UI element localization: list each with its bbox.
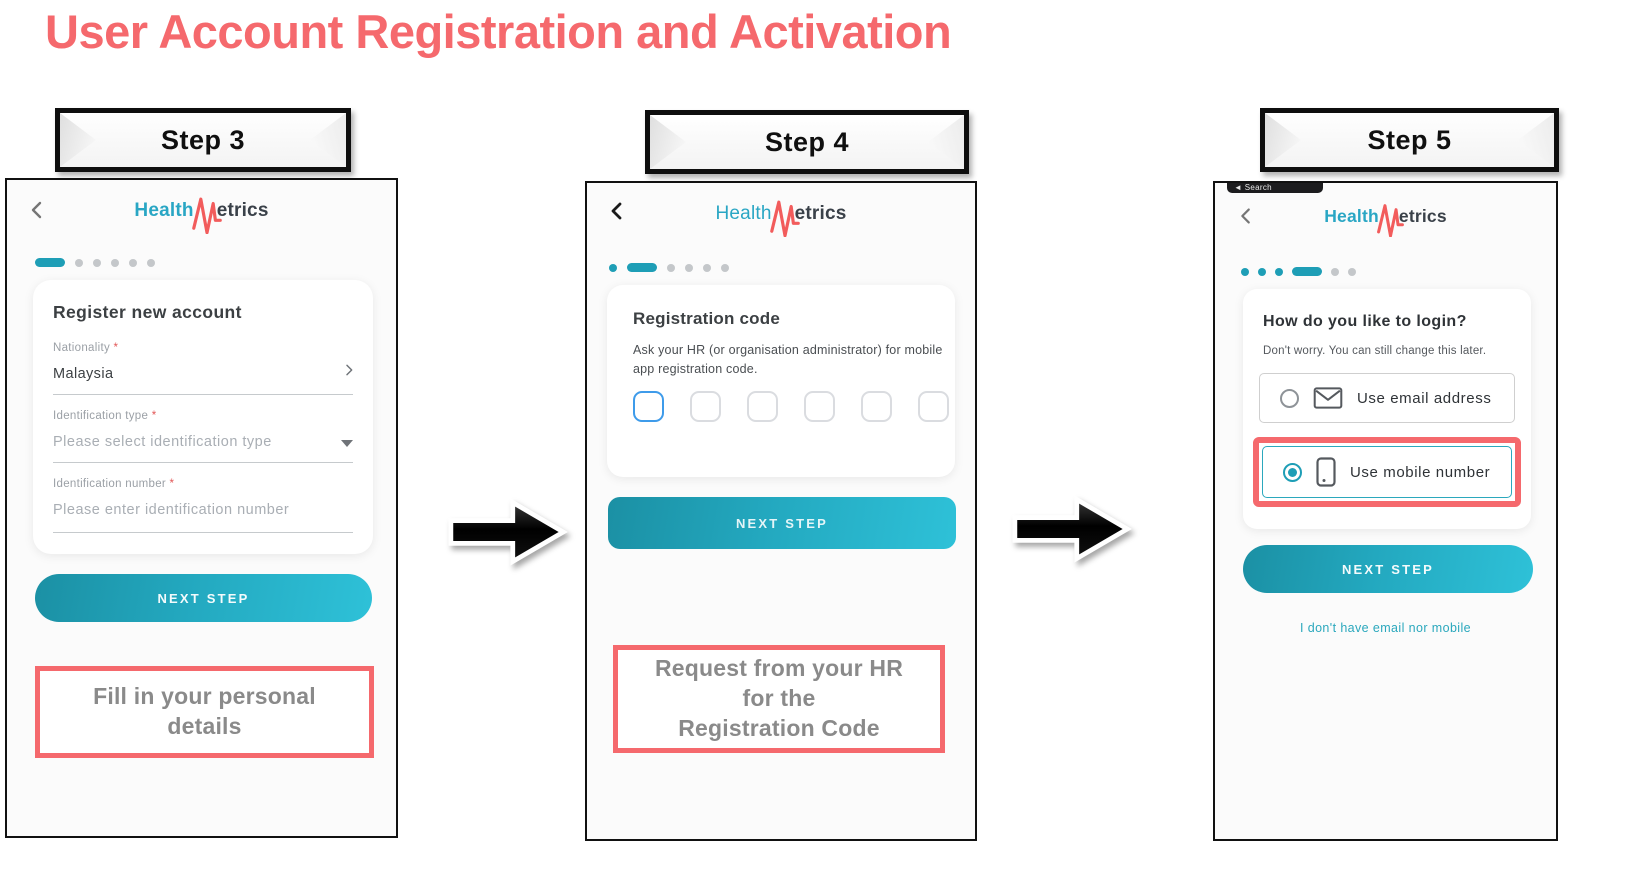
code-box[interactable]: [747, 391, 778, 422]
annotation-line: Fill in your personal: [93, 683, 316, 710]
field-underline: [53, 394, 353, 395]
phone-screen-step-5: ◄ Search Health etrics How do you like t…: [1213, 181, 1558, 841]
progress-dot: [721, 263, 729, 272]
smartphone-icon: [1316, 457, 1336, 487]
option-use-mobile[interactable]: Use mobile number: [1262, 446, 1512, 498]
next-step-button[interactable]: NEXT STEP: [608, 497, 956, 549]
progress-indicator: [1241, 267, 1356, 276]
caret-down-icon[interactable]: [341, 440, 353, 447]
nationality-label: Nationality: [53, 342, 118, 354]
step-4-header-label: Step 4: [764, 126, 850, 157]
logo-text-etrics: etrics: [794, 203, 847, 224]
field-underline: [53, 462, 353, 463]
logo-text-etrics: etrics: [216, 200, 269, 221]
annotation-line: for the: [742, 685, 816, 712]
card-description: Ask your HR (or organisation administrat…: [633, 343, 943, 377]
phone-screen-step-3: Health etrics Register new account Natio…: [5, 178, 398, 838]
progress-dot: [129, 258, 137, 267]
logo-text-health: Health: [134, 200, 194, 221]
progress-dot: [1331, 267, 1339, 276]
code-box[interactable]: [861, 391, 892, 422]
heartbeat-m-icon: [191, 197, 222, 234]
progress-indicator: [35, 258, 155, 267]
annotation-line: Registration Code: [678, 714, 880, 741]
identification-number-input[interactable]: Please enter identification number: [53, 502, 290, 518]
option-label: Use email address: [1357, 389, 1492, 407]
progress-dot: [1275, 267, 1283, 276]
registration-code-card: Registration code Ask your HR (or organi…: [607, 285, 955, 477]
annotation-box: Fill in your personal details: [35, 666, 374, 758]
page-title: User Account Registration and Activation: [45, 5, 952, 58]
progress-dot: [1241, 267, 1249, 276]
annotation-line: details: [167, 713, 242, 739]
right-block-arrow-icon: [1012, 495, 1132, 563]
code-box[interactable]: [918, 391, 949, 422]
option-label: Use mobile number: [1350, 463, 1491, 481]
login-method-card: How do you like to login? Don't worry. Y…: [1243, 289, 1531, 529]
logo-text-health: Health: [715, 203, 772, 224]
progress-dot: [147, 258, 155, 267]
progress-dot: [685, 263, 693, 272]
progress-dot: [75, 258, 83, 267]
healthmetrics-logo: Health etrics: [587, 199, 975, 237]
progress-indicator: [609, 263, 729, 272]
progress-dot: [703, 263, 711, 272]
right-block-arrow-icon: [448, 498, 568, 566]
chevron-right-icon[interactable]: [341, 362, 357, 383]
radio-unselected-icon[interactable]: [1280, 388, 1299, 408]
code-box[interactable]: [633, 391, 664, 422]
no-email-mobile-link[interactable]: I don't have email nor mobile: [1299, 621, 1472, 635]
identification-type-label: Identification type: [53, 410, 156, 422]
step-3-header: Step 3: [55, 108, 351, 172]
option-use-email[interactable]: Use email address: [1259, 373, 1515, 423]
progress-dot: [111, 258, 119, 267]
status-bar-remnant: ◄ Search: [1227, 183, 1323, 193]
identification-type-select[interactable]: Please select identification type: [53, 434, 272, 450]
step-5-header: Step 5: [1260, 108, 1559, 172]
progress-dot: [667, 263, 675, 272]
step-5-header-label: Step 5: [1367, 124, 1452, 155]
register-card: Register new account Nationality Malaysi…: [33, 280, 373, 554]
envelope-icon: [1313, 387, 1343, 409]
annotation-line: Request from your HR: [654, 655, 904, 682]
progress-pill: [35, 258, 65, 267]
progress-dot: [93, 258, 101, 267]
annotation-box: Request from your HR for the Registratio…: [613, 645, 945, 753]
progress-dot: [1348, 267, 1356, 276]
field-underline: [53, 532, 353, 533]
phone-screen-step-4: Health etrics Registration code Ask your…: [585, 181, 977, 841]
code-box[interactable]: [690, 391, 721, 422]
heartbeat-m-icon: [1376, 204, 1404, 237]
progress-pill: [627, 263, 657, 272]
healthmetrics-logo: Health etrics: [1215, 203, 1556, 237]
card-title: How do you like to login?: [1263, 313, 1467, 330]
healthmetrics-logo: Health etrics: [7, 196, 396, 234]
code-box[interactable]: [804, 391, 835, 422]
step-3-header-label: Step 3: [160, 124, 246, 155]
progress-dot: [609, 263, 617, 272]
code-input-row: [633, 391, 949, 422]
back-chevron-icon[interactable]: [1235, 205, 1261, 231]
card-title: Register new account: [53, 302, 242, 322]
progress-dot: [1258, 267, 1266, 276]
logo-text-health: Health: [1324, 205, 1379, 226]
highlight-box: Use mobile number: [1253, 437, 1521, 507]
progress-pill: [1292, 267, 1322, 276]
back-chevron-icon[interactable]: [25, 198, 51, 224]
next-step-button[interactable]: NEXT STEP: [35, 574, 372, 622]
logo-text-etrics: etrics: [1398, 205, 1447, 226]
identification-number-label: Identification number: [53, 478, 174, 490]
nationality-value[interactable]: Malaysia: [53, 366, 114, 382]
card-subtitle: Don't worry. You can still change this l…: [1263, 345, 1487, 357]
heartbeat-m-icon: [769, 200, 800, 237]
radio-selected-icon[interactable]: [1283, 462, 1302, 482]
card-title: Registration code: [633, 309, 780, 328]
step-4-header: Step 4: [645, 110, 969, 174]
back-chevron-icon[interactable]: [605, 199, 631, 225]
next-step-button[interactable]: NEXT STEP: [1243, 545, 1533, 593]
